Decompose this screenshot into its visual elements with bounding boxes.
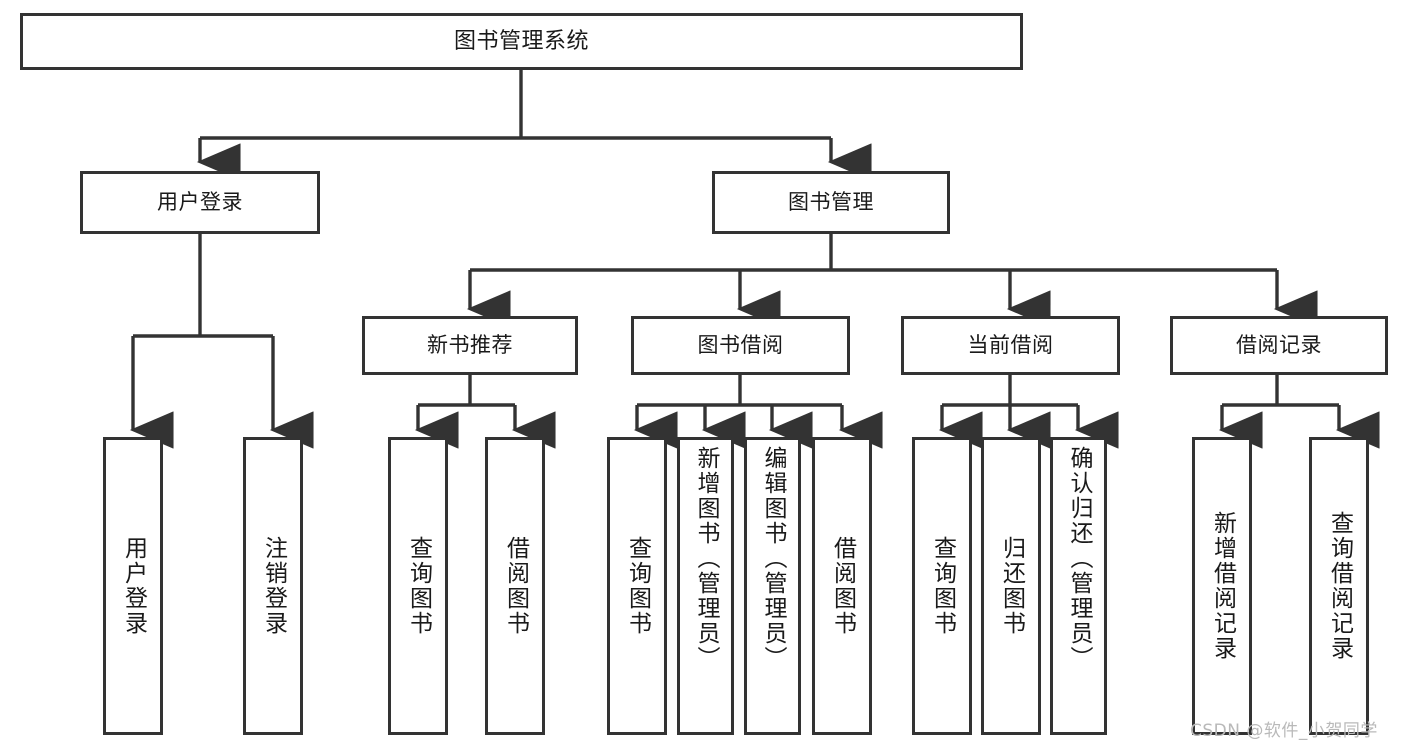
- leaf-borrow-book[interactable]: 借阅图书: [812, 437, 872, 735]
- node-label: 归还图书: [998, 536, 1025, 636]
- node-label: 编辑图书（管理员）: [760, 446, 786, 671]
- node-label: 查询图书: [405, 536, 432, 636]
- node-label: 用户登录: [157, 190, 243, 215]
- node-root-system[interactable]: 图书管理系统: [20, 13, 1023, 70]
- node-label: 图书管理: [788, 190, 874, 215]
- node-label: 确认归还（管理员）: [1066, 446, 1092, 671]
- node-label: 借阅图书: [829, 536, 856, 636]
- node-book-management[interactable]: 图书管理: [712, 171, 950, 234]
- leaf-edit-book-admin[interactable]: 编辑图书（管理员）: [744, 437, 801, 735]
- node-book-borrow[interactable]: 图书借阅: [631, 316, 850, 375]
- node-label: 新增借阅记录: [1209, 511, 1236, 661]
- node-label: 查询图书: [929, 536, 956, 636]
- node-new-book-recommend[interactable]: 新书推荐: [362, 316, 578, 375]
- node-label: 当前借阅: [967, 333, 1054, 358]
- leaf-add-book-admin[interactable]: 新增图书（管理员）: [677, 437, 734, 735]
- leaf-query-book-current[interactable]: 查询图书: [912, 437, 972, 735]
- node-label: 借阅记录: [1236, 333, 1322, 358]
- node-borrow-record[interactable]: 借阅记录: [1170, 316, 1388, 375]
- node-user-login[interactable]: 用户登录: [80, 171, 320, 234]
- leaf-logout[interactable]: 注销登录: [243, 437, 303, 735]
- node-label: 借阅图书: [502, 536, 529, 636]
- leaf-query-book-recommend[interactable]: 查询图书: [388, 437, 448, 735]
- node-label: 图书管理系统: [453, 28, 589, 54]
- node-label: 图书借阅: [697, 333, 784, 358]
- leaf-query-book-borrow[interactable]: 查询图书: [607, 437, 667, 735]
- node-label: 新增图书（管理员）: [693, 446, 719, 671]
- leaf-confirm-return-admin[interactable]: 确认归还（管理员）: [1050, 437, 1107, 735]
- node-label: 查询借阅记录: [1326, 511, 1353, 661]
- node-label: 用户登录: [120, 536, 147, 636]
- csdn-watermark: CSDN @软件_小贺同学: [1190, 721, 1378, 741]
- leaf-query-borrow-record[interactable]: 查询借阅记录: [1309, 437, 1369, 735]
- node-current-borrow[interactable]: 当前借阅: [901, 316, 1120, 375]
- leaf-user-login[interactable]: 用户登录: [103, 437, 163, 735]
- leaf-borrow-book-recommend[interactable]: 借阅图书: [485, 437, 545, 735]
- leaf-add-borrow-record[interactable]: 新增借阅记录: [1192, 437, 1252, 735]
- node-label: 注销登录: [260, 536, 287, 636]
- node-label: 新书推荐: [427, 333, 513, 358]
- node-label: 查询图书: [624, 536, 651, 636]
- leaf-return-book[interactable]: 归还图书: [981, 437, 1041, 735]
